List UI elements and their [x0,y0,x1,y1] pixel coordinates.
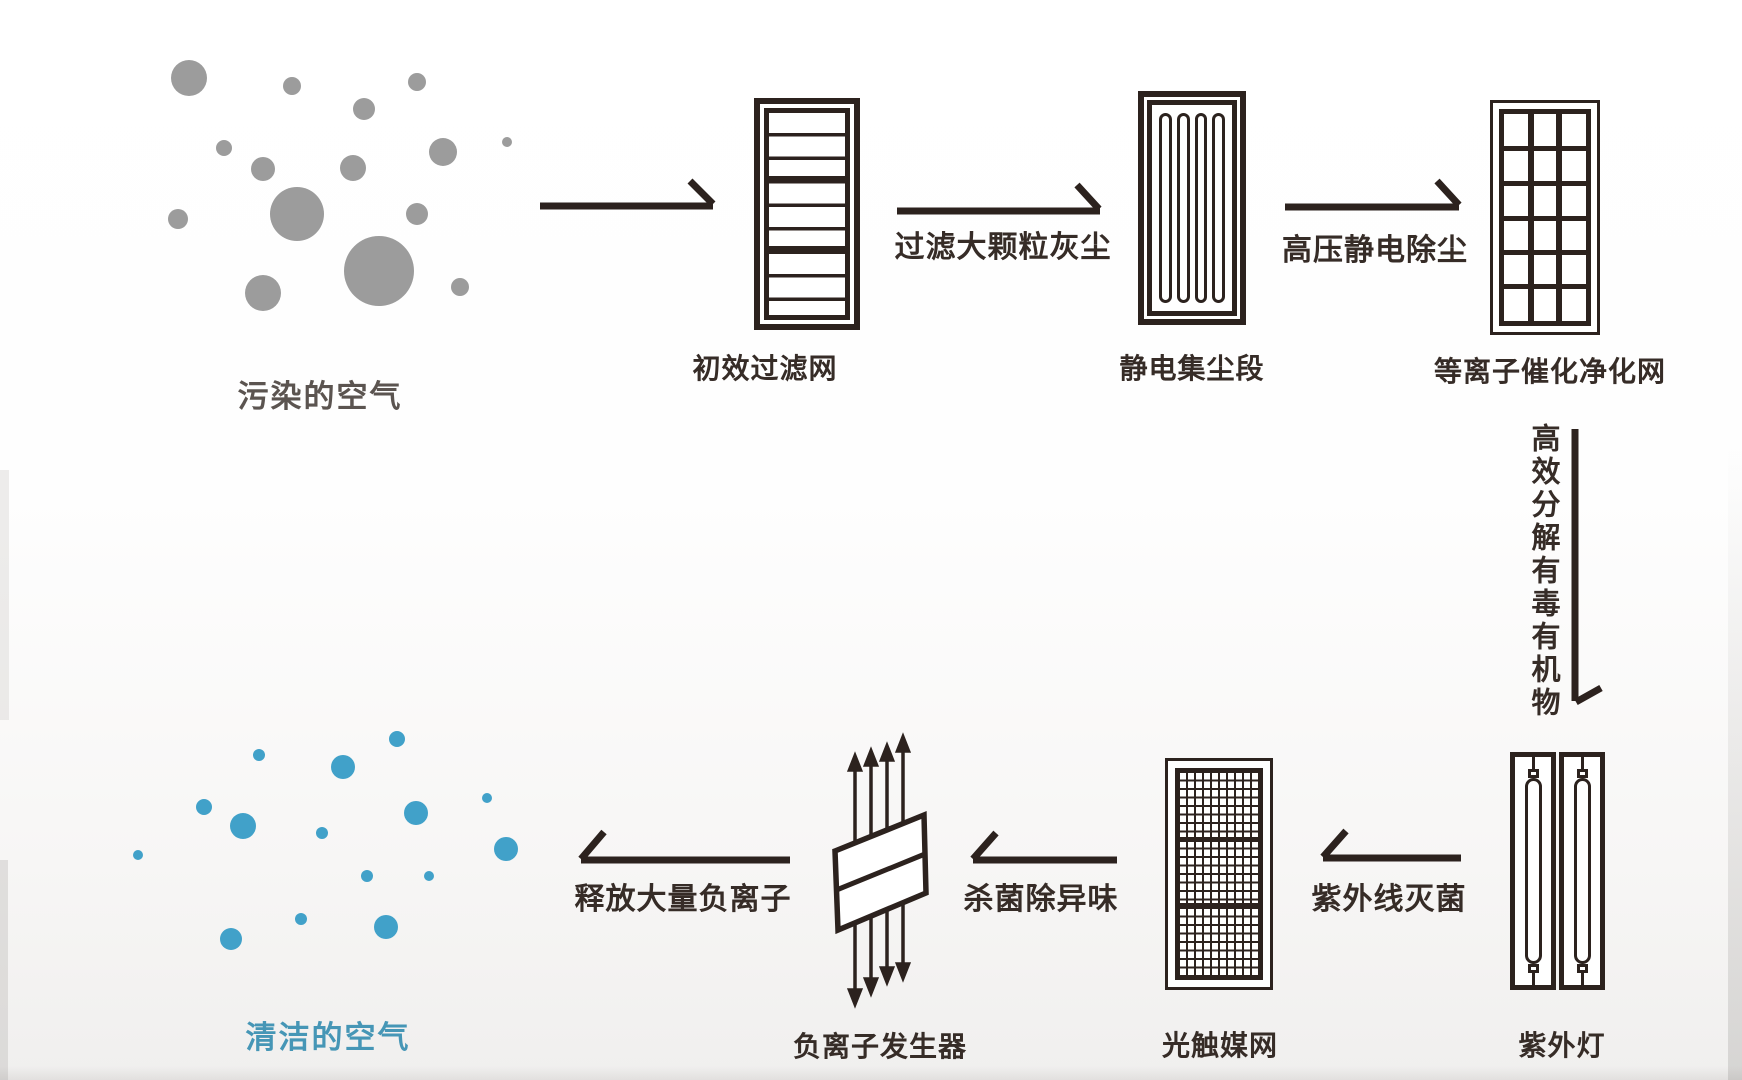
particle-dot [404,801,428,825]
step-label-release-anions: 释放大量负离子 [574,883,792,916]
lamp-cap [1576,769,1588,778]
grid-line-horizontal [1504,215,1586,221]
particle-dot [406,203,428,225]
particle-dot [451,278,469,296]
clean-air-particles [133,731,518,950]
device-photocatalyst-net [1165,758,1273,990]
device-label-uv-lamp: 紫外灯 [1518,1030,1606,1061]
background-edge-bottom [0,1066,1742,1080]
particle-dot [494,837,518,861]
particle-dot [374,915,398,939]
mesh-divider [1178,836,1260,842]
collector-tube [1212,113,1225,303]
particle-dot [389,731,405,747]
grid-line-horizontal [1504,249,1586,255]
polluted-air-label: 污染的空气 [237,379,403,414]
louver-thick-line [769,246,845,252]
arrow-step-2 [897,182,1102,215]
particle-dot [245,275,281,311]
lamp-cap [1576,964,1588,973]
particle-dot [283,77,301,95]
collector-tube [1176,113,1190,303]
step-label-uv-sterilize: 紫外线灭菌 [1311,883,1467,916]
device-label-electrostatic-collector: 静电集尘段 [1119,353,1265,384]
device-plasma-catalytic-net [1490,100,1600,335]
step-label-kill-germs: 杀菌除异味 [963,883,1119,916]
particle-dot [424,871,434,881]
plasma-grid [1499,109,1591,326]
background-edge-right [1728,440,1742,1080]
arrow-step-7-left [578,829,790,864]
particle-dot [171,60,207,96]
uv-tube [1573,778,1591,964]
clean-air-label: 清洁的空气 [245,1020,411,1055]
device-label-plasma-net: 等离子催化净化网 [1433,356,1667,387]
particle-dot [270,187,324,241]
particle-dot [216,140,232,156]
grid-line-horizontal [1504,146,1586,152]
particle-dot [353,98,375,120]
arrow-step-1 [540,178,716,210]
device-label-anion-generator: 负离子发生器 [792,1031,968,1062]
step-label-filter-large-dust: 过滤大颗粒灰尘 [894,231,1112,264]
step-label-hv-electrostatic: 高压静电除尘 [1282,234,1468,267]
particle-dot [361,870,373,882]
background-edge-left-lower [0,860,8,1080]
arrow-step-6-left [970,830,1117,864]
collector-tube [1159,113,1172,303]
flow-arrows [540,178,1603,864]
arrow-step-3 [1285,178,1462,211]
collector-tube [1194,113,1208,303]
polluted-air-particles [168,60,512,311]
arrow-step-5-left [1320,828,1461,862]
device-electrostatic-dust-collector [1138,91,1246,325]
uv-tube [1524,778,1542,964]
device-primary-filter [754,98,860,330]
primary-filter-louvers [764,108,850,320]
arrow-step-4-down [1571,429,1603,706]
louver-thick-line [769,176,845,182]
particle-dot [429,138,457,166]
lamp-connector [1531,973,1535,985]
background-edge-left-upper [0,470,9,720]
particle-dot [295,913,307,925]
device-label-primary-filter: 初效过滤网 [692,353,838,384]
grid-line-horizontal [1504,180,1586,186]
particle-dot [340,155,366,181]
device-uv-lamp-frame-left [1510,752,1556,990]
particle-dot [196,799,212,815]
particle-dot [482,793,492,803]
particle-dot [344,236,414,306]
particle-dot [133,850,143,860]
particle-dot [408,73,426,91]
particle-dot [253,749,265,761]
photocatalyst-mesh [1175,768,1263,980]
electrostatic-tubes [1147,100,1237,316]
lamp-cap [1527,769,1539,778]
device-uv-lamp-frame-right [1559,752,1605,990]
lamp-connector [1580,757,1584,769]
particle-dot [168,209,188,229]
lamp-connector [1580,973,1584,985]
particle-dot [251,157,275,181]
step-label-decompose-toxics: 高效分解有毒有机物 [1527,423,1559,720]
particle-dot [331,755,355,779]
particle-dot [316,827,328,839]
anion-generator-illustration [832,732,929,1009]
particle-dot [220,928,242,950]
particle-dot [502,137,512,147]
mesh-divider [1178,902,1260,908]
lamp-connector [1531,757,1535,769]
anion-generator-plate-midline [835,851,926,893]
lamp-cap [1527,964,1539,973]
particle-dot [230,813,256,839]
device-label-photocatalyst-net: 光触媒网 [1161,1030,1279,1061]
grid-line-horizontal [1504,284,1586,290]
